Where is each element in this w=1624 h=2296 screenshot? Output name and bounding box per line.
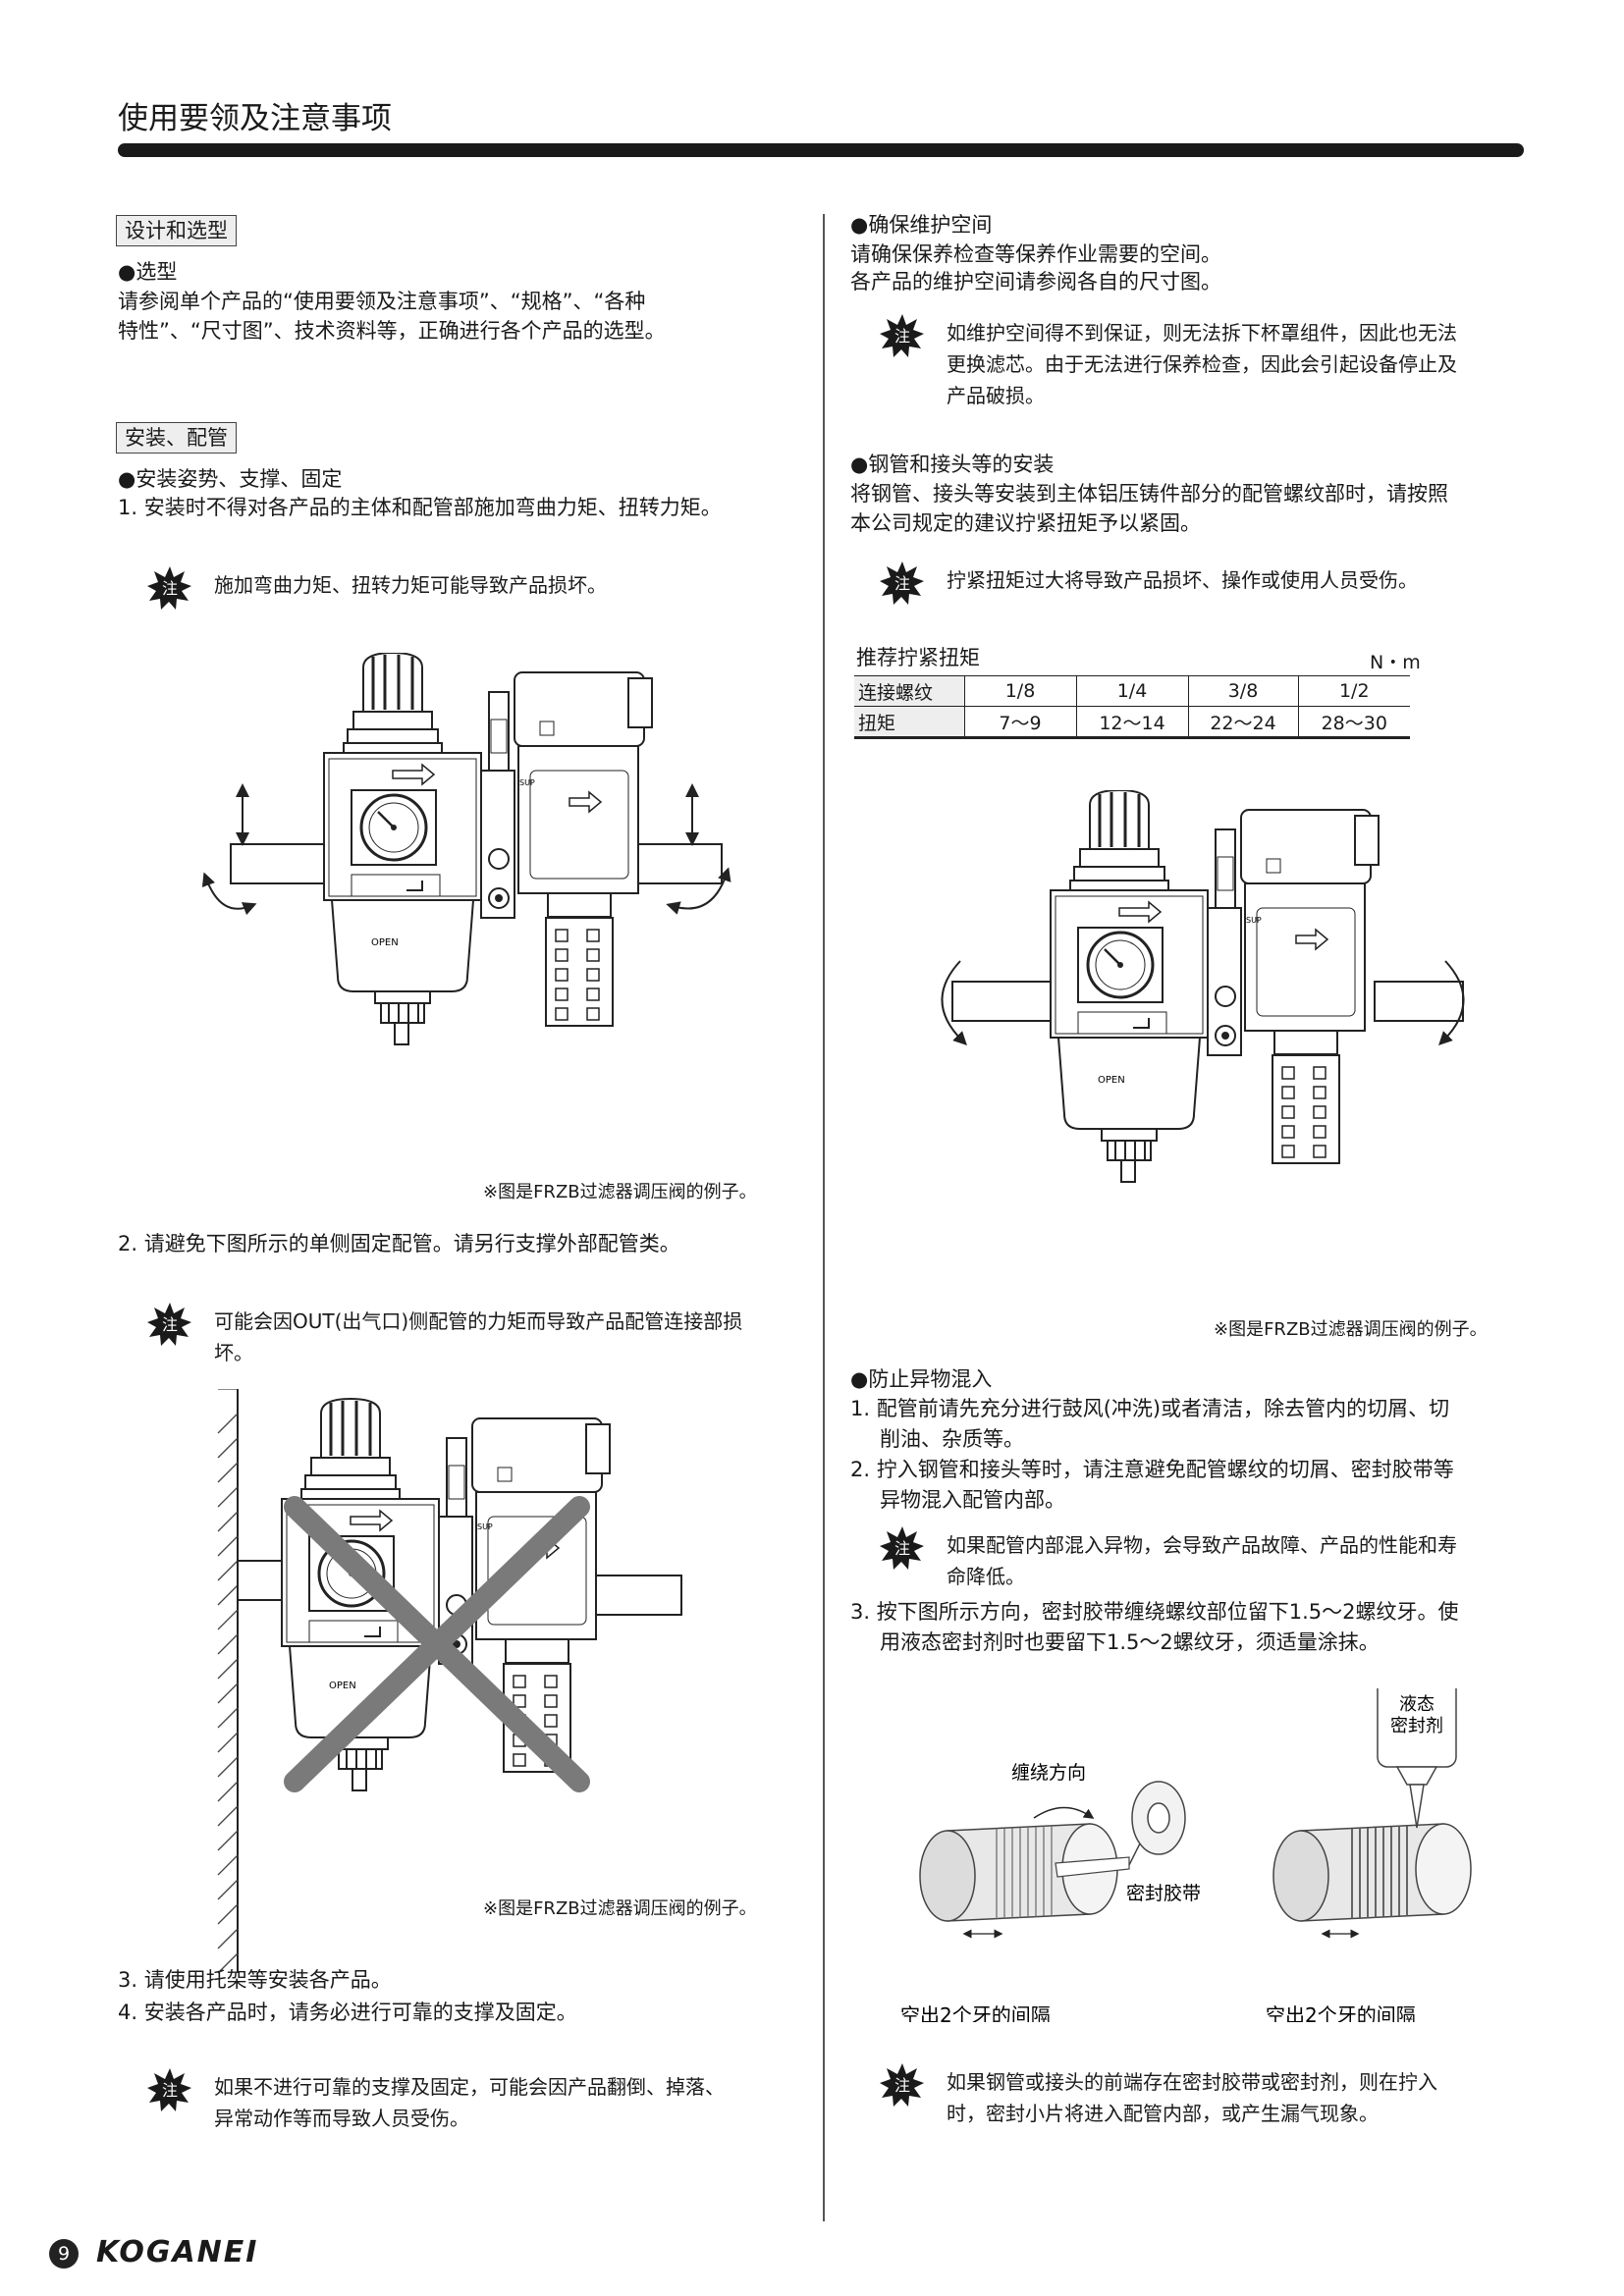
svg-text:注: 注 xyxy=(162,579,178,598)
page-title: 使用要领及注意事项 xyxy=(118,101,392,136)
svg-text:SUP: SUP xyxy=(477,1522,493,1531)
note-pipe: 注 拧紧扭矩过大将导致产品损坏、操作或使用人员受伤。 xyxy=(880,561,1418,606)
cross-mark-2 xyxy=(284,1496,590,1792)
arrow-rotate-left xyxy=(201,872,257,916)
svg-text:空出2个牙的间隔: 空出2个牙的间隔 xyxy=(1266,2003,1416,2022)
warning-note-icon: 注 xyxy=(880,1526,924,1570)
svg-text:OPEN: OPEN xyxy=(329,1681,356,1691)
warning-note-icon: 注 xyxy=(147,1303,191,1346)
page-number: 9 xyxy=(49,2239,79,2269)
note-foreign-1: 注 如果配管内部混入异物，会导致产品故障、产品的性能和寿 命降低。 xyxy=(880,1526,1457,1592)
svg-text:SUP: SUP xyxy=(1246,916,1262,925)
paragraph-selection-2: 特性”、“尺寸图”、技术资料等，正确进行各个产品的选型。 xyxy=(118,319,666,343)
torque-table: 连接螺纹 1/8 1/4 3/8 1/2 扭矩 7～9 12～14 22～24 … xyxy=(854,675,1410,739)
list-item-foreign-2a: 2. 拧入钢管和接头等时，请注意避免配管螺纹的切屑、密封胶带等 xyxy=(850,1458,1454,1481)
svg-text:密封胶带: 密封胶带 xyxy=(1126,1883,1201,1904)
arrow-rotate-right xyxy=(1438,960,1465,1045)
note-foreign-2: 注 如果钢管或接头的前端存在密封胶带或密封剂，则在拧入 时，密封小片将进入配管内… xyxy=(880,2063,1437,2129)
svg-text:OPEN: OPEN xyxy=(1098,1075,1125,1086)
svg-text:注: 注 xyxy=(162,2081,178,2100)
pipe-right xyxy=(592,1575,682,1616)
svg-text:缠绕方向: 缠绕方向 xyxy=(1011,1762,1086,1784)
list-item-4: 4. 安装各产品时，请务必进行可靠的支撑及固定。 xyxy=(118,2001,577,2024)
paragraph-selection-1: 请参阅单个产品的“使用要领及注意事项”、“规格”、“各种 xyxy=(118,290,646,313)
caption-2: ※图是FRZB过滤器调压阀的例子。 xyxy=(483,1898,757,1919)
pipe-left xyxy=(237,1560,283,1601)
warning-note-icon: 注 xyxy=(880,2063,924,2107)
table-row: 扭矩 7～9 12～14 22～24 28～30 xyxy=(854,706,1410,739)
heading-selection: ●选型 xyxy=(118,260,178,284)
note-2: 注 可能会因OUT(出气口)侧配管的力矩而导致产品配管连接部损 坏。 xyxy=(147,1303,742,1368)
warning-note-icon: 注 xyxy=(880,561,924,605)
list-item-foreign-2b: 异物混入配管内部。 xyxy=(880,1488,1065,1512)
arrow-rotate-left xyxy=(941,960,967,1045)
torque-table-title: 推荐拧紧扭矩 xyxy=(856,646,980,669)
svg-text:注: 注 xyxy=(894,574,910,593)
section-label-install: 安装、配管 xyxy=(116,422,237,454)
list-item-foreign-1b: 削油、杂质等。 xyxy=(880,1427,1024,1451)
caption-3: ※图是FRZB过滤器调压阀的例子。 xyxy=(1214,1319,1488,1340)
pipe-with-tape xyxy=(919,1781,1186,1939)
note-1: 注 施加弯曲力矩、扭转力矩可能导致产品损坏。 xyxy=(147,566,607,611)
pipe-right xyxy=(632,843,723,884)
paragraph-maintenance-2: 各产品的维护空间请参阅各自的尺寸图。 xyxy=(850,270,1221,294)
note-3: 注 如果不进行可靠的支撑及固定，可能会因产品翻倒、掉落、 异常动作等而导致人员受… xyxy=(147,2068,725,2134)
figure-frzb-single-side: OPEN SUP xyxy=(217,1389,682,1974)
wrap-direction-arrow xyxy=(1033,1806,1095,1819)
title-bar xyxy=(118,143,1524,157)
svg-text:空出2个牙的间隔: 空出2个牙的间隔 xyxy=(900,2003,1051,2022)
svg-text:注: 注 xyxy=(162,1315,178,1334)
pipe-left xyxy=(951,981,1052,1022)
arrow-rotate-right xyxy=(666,867,731,915)
torque-unit: N・m xyxy=(1370,652,1421,673)
heading-pipe-install: ●钢管和接头等的安装 xyxy=(850,453,1055,476)
paragraph-maintenance-1: 请确保保养检查等保养作业需要的空间。 xyxy=(850,242,1221,266)
list-item-foreign-3a: 3. 按下图所示方向，密封胶带缠绕螺纹部位留下1.5～2螺纹牙。使 xyxy=(850,1600,1459,1624)
frzb-unit xyxy=(322,653,654,1046)
figure-sealing: 缠绕方向 密封胶带 空出2个牙的间隔 液态 密封剂 空出2个牙的间隔 xyxy=(900,1688,1472,2022)
list-item-foreign-1a: 1. 配管前请先充分进行鼓风(冲洗)或者清洁，除去管内的切屑、切 xyxy=(850,1397,1450,1420)
heading-maintenance: ●确保维护空间 xyxy=(850,213,993,237)
list-item-1: 1. 安装时不得对各产品的主体和配管部施加弯曲力矩、扭转力矩。 xyxy=(118,496,722,519)
paragraph-pipe-1: 将钢管、接头等安装到主体铝压铸件部分的配管螺纹部时，请按照 xyxy=(850,482,1448,506)
section-label-design: 设计和选型 xyxy=(116,215,237,246)
figure-frzb-moment: OPEN SUP xyxy=(201,653,731,1046)
svg-text:注: 注 xyxy=(894,1539,910,1558)
svg-text:SUP: SUP xyxy=(519,778,535,787)
table-row: 连接螺纹 1/8 1/4 3/8 1/2 xyxy=(854,675,1410,707)
warning-note-icon: 注 xyxy=(147,566,191,610)
frzb-unit xyxy=(1049,790,1380,1184)
brand-logo: KOGANEI xyxy=(96,2235,259,2269)
svg-text:密封剂: 密封剂 xyxy=(1390,1716,1443,1736)
list-item-foreign-3b: 用液态密封剂时也要留下1.5～2螺纹牙，须适量涂抹。 xyxy=(880,1630,1380,1654)
figure-frzb-torque: OPEN SUP xyxy=(941,790,1465,1184)
caption-1: ※图是FRZB过滤器调压阀的例子。 xyxy=(483,1182,757,1202)
svg-text:液态: 液态 xyxy=(1399,1694,1435,1715)
warning-note-icon: 注 xyxy=(147,2068,191,2111)
heading-mounting: ●安装姿势、支撑、固定 xyxy=(118,467,343,491)
column-divider xyxy=(823,214,825,2221)
svg-text:注: 注 xyxy=(894,327,910,346)
heading-foreign-matter: ●防止异物混入 xyxy=(850,1367,993,1391)
list-item-2: 2. 请避免下图所示的单侧固定配管。请另行支撑外部配管类。 xyxy=(118,1232,680,1255)
svg-text:注: 注 xyxy=(894,2076,910,2095)
pipe-left xyxy=(230,843,325,884)
svg-text:OPEN: OPEN xyxy=(371,937,399,948)
pipe-right xyxy=(1374,981,1464,1022)
list-item-3: 3. 请使用托架等安装各产品。 xyxy=(118,1968,392,1992)
wall-hatch xyxy=(217,1389,239,1974)
warning-note-icon: 注 xyxy=(880,314,924,357)
pipe-with-liquid-sealant xyxy=(1272,1688,1472,1939)
note-maintenance: 注 如维护空间得不到保证，则无法拆下杯罩组件，因此也无法 更换滤芯。由于无法进行… xyxy=(880,314,1457,411)
paragraph-pipe-2: 本公司规定的建议拧紧扭矩予以紧固。 xyxy=(850,511,1201,535)
